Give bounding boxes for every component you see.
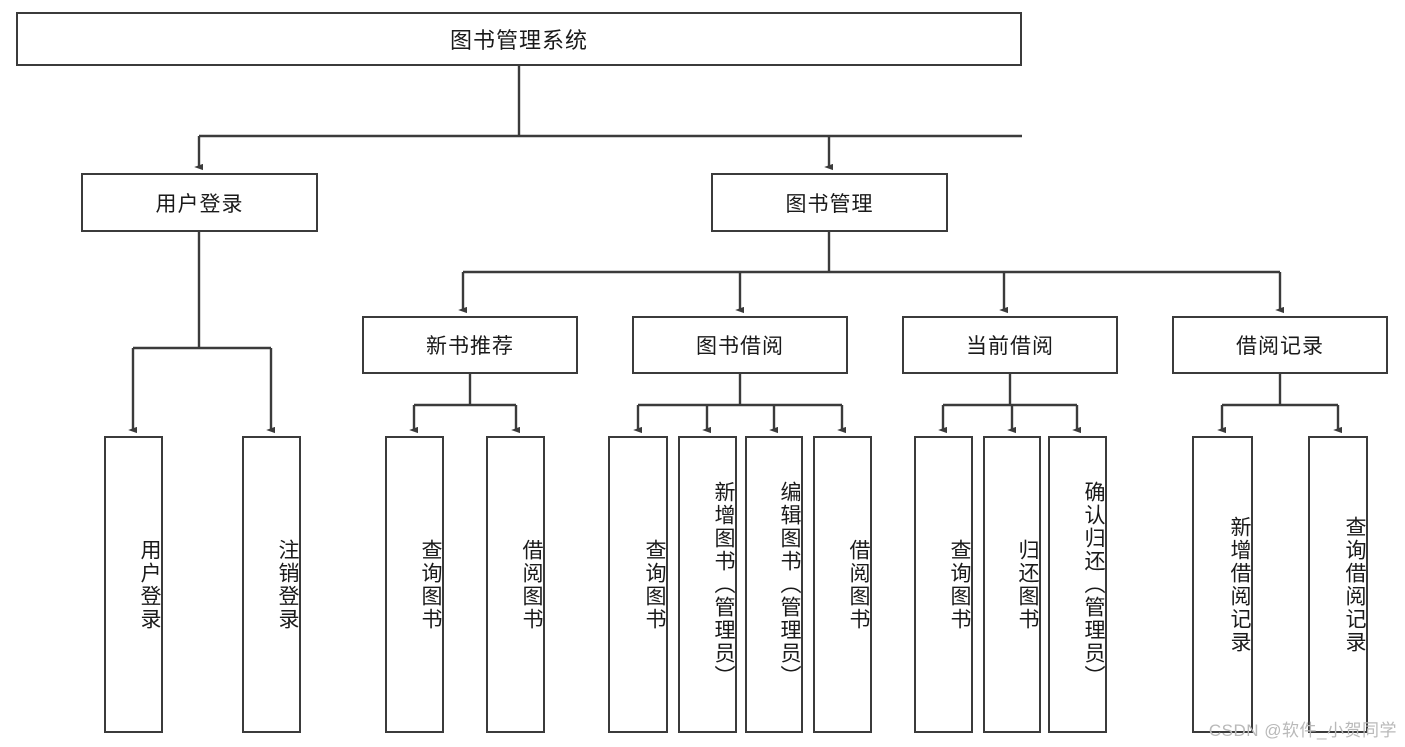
node-label: 查询借阅记录 [1343,515,1366,654]
node-label: 用户登录 [155,192,244,216]
node-label: 当前借阅 [966,335,1054,358]
node-label: 图书借阅 [696,335,784,358]
node-book-management-module[interactable]: 图书管理 [711,173,948,232]
leaf-borrow-edit-book-admin[interactable]: 编辑图书（管理员） [745,436,803,733]
node-new-book-recommend[interactable]: 新书推荐 [362,316,578,374]
leaf-current-return-book[interactable]: 归还图书 [983,436,1041,733]
leaf-record-add-borrow-record[interactable]: 新增借阅记录 [1192,436,1253,733]
node-root-system[interactable]: 图书管理系统 [16,12,1022,66]
node-label: 图书管理 [785,192,874,216]
leaf-newbook-query-book[interactable]: 查询图书 [385,436,444,733]
node-label: 借阅记录 [1236,335,1324,358]
leaf-borrow-query-book[interactable]: 查询图书 [608,436,668,733]
node-label: 图书管理系统 [449,28,588,53]
csdn-watermark: CSDN @软件_小贺同学 [1208,721,1397,740]
node-current-borrow[interactable]: 当前借阅 [902,316,1118,374]
node-label: 查询图书 [419,538,442,631]
node-label: 编辑图书（管理员） [778,481,801,688]
node-label: 归还图书 [1016,538,1039,631]
node-label: 查询图书 [643,538,666,631]
node-label: 新书推荐 [426,335,514,358]
leaf-borrow-add-book-admin[interactable]: 新增图书（管理员） [678,436,737,733]
leaf-user-logout[interactable]: 注销登录 [242,436,301,733]
leaf-newbook-borrow-book[interactable]: 借阅图书 [486,436,545,733]
leaf-current-query-book[interactable]: 查询图书 [914,436,973,733]
node-label: 用户登录 [138,538,161,631]
node-label: 借阅图书 [847,538,870,631]
node-label: 新增借阅记录 [1228,515,1251,654]
node-borrow-record[interactable]: 借阅记录 [1172,316,1388,374]
node-book-borrow[interactable]: 图书借阅 [632,316,848,374]
node-label: 新增图书（管理员） [712,481,735,688]
node-label: 查询图书 [948,538,971,631]
node-label: 确认归还（管理员） [1082,481,1105,688]
leaf-borrow-borrow-book[interactable]: 借阅图书 [813,436,872,733]
node-label: 借阅图书 [520,538,543,631]
leaf-current-confirm-return-admin[interactable]: 确认归还（管理员） [1048,436,1107,733]
node-user-login-module[interactable]: 用户登录 [81,173,318,232]
leaf-record-query-borrow-record[interactable]: 查询借阅记录 [1308,436,1368,733]
node-label: 注销登录 [276,538,299,631]
leaf-user-login[interactable]: 用户登录 [104,436,163,733]
